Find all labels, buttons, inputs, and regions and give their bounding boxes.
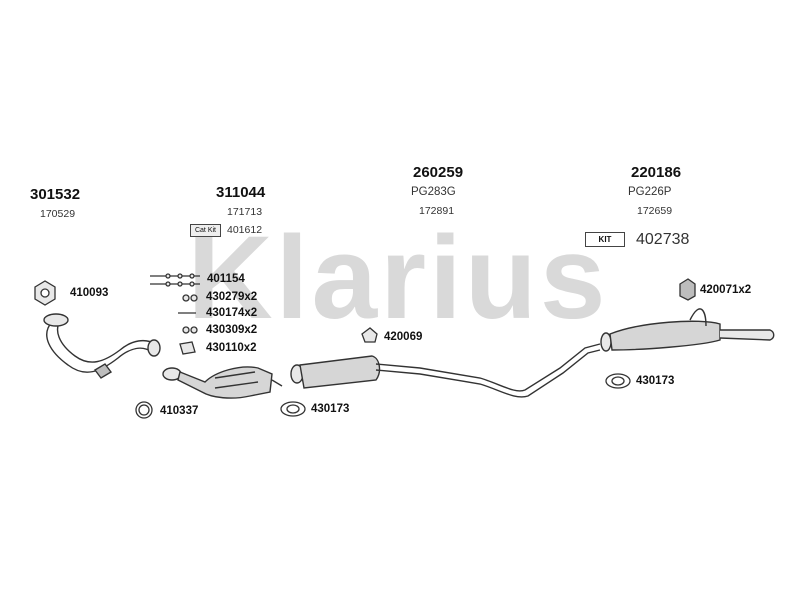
fitting-420069-label: 420069 [384, 331, 423, 343]
middle-silencer-ref: 172891 [419, 205, 455, 217]
middle-silencer-drawing [290, 343, 601, 398]
catalyst-part-number: 311044 [216, 184, 266, 201]
fitting-420071-label: 420071x2 [700, 284, 752, 296]
rear-silencer-ref: 172659 [637, 205, 673, 217]
fitting-430173-b-label: 430173 [636, 375, 675, 387]
nut-430309-icon [182, 326, 198, 334]
fitting-410337-label: 410337 [160, 405, 199, 417]
fitting-icons [34, 273, 696, 419]
rear-silencer-part-number: 220186 [631, 164, 682, 181]
middle-silencer-part-number: 260259 [413, 164, 464, 181]
watermark-text: Klarius [187, 212, 608, 344]
kit-badge: KIT [585, 232, 625, 247]
fitting-401154-label: 401154 [207, 273, 245, 285]
fitting-430279-label: 430279x2 [206, 291, 258, 303]
fitting-430110-label: 430110x2 [206, 342, 257, 354]
clamp-430173-a-icon [280, 401, 306, 417]
catkit-badge: Cat Kit [190, 224, 221, 237]
catalyst-drawing [162, 366, 283, 399]
catkit-number: 401612 [227, 224, 263, 236]
mount-420069-icon [361, 327, 378, 343]
catalyst-ref: 171713 [227, 206, 263, 218]
front-pipe-ref: 170529 [40, 208, 76, 220]
front-pipe-drawing [43, 313, 161, 379]
ring-410337-icon [135, 401, 153, 419]
mount-420071-icon [679, 278, 696, 301]
rear-silencer-code: PG226P [628, 186, 672, 198]
front-pipe-part-number: 301532 [30, 186, 81, 203]
fitting-430309-label: 430309x2 [206, 324, 258, 336]
fitting-410093-label: 410093 [70, 287, 109, 299]
middle-silencer-code: PG283G [411, 186, 456, 198]
fitting-430173-a-label: 430173 [311, 403, 350, 415]
clip-430110-icon [179, 341, 196, 355]
bolt-401154-icon [150, 273, 200, 287]
fitting-430174-label: 430174x2 [206, 307, 258, 319]
rear-silencer-drawing [600, 308, 775, 352]
clamp-430173-b-icon [605, 373, 631, 389]
nut-430279-icon [182, 294, 198, 302]
kit-number: 402738 [636, 231, 690, 248]
